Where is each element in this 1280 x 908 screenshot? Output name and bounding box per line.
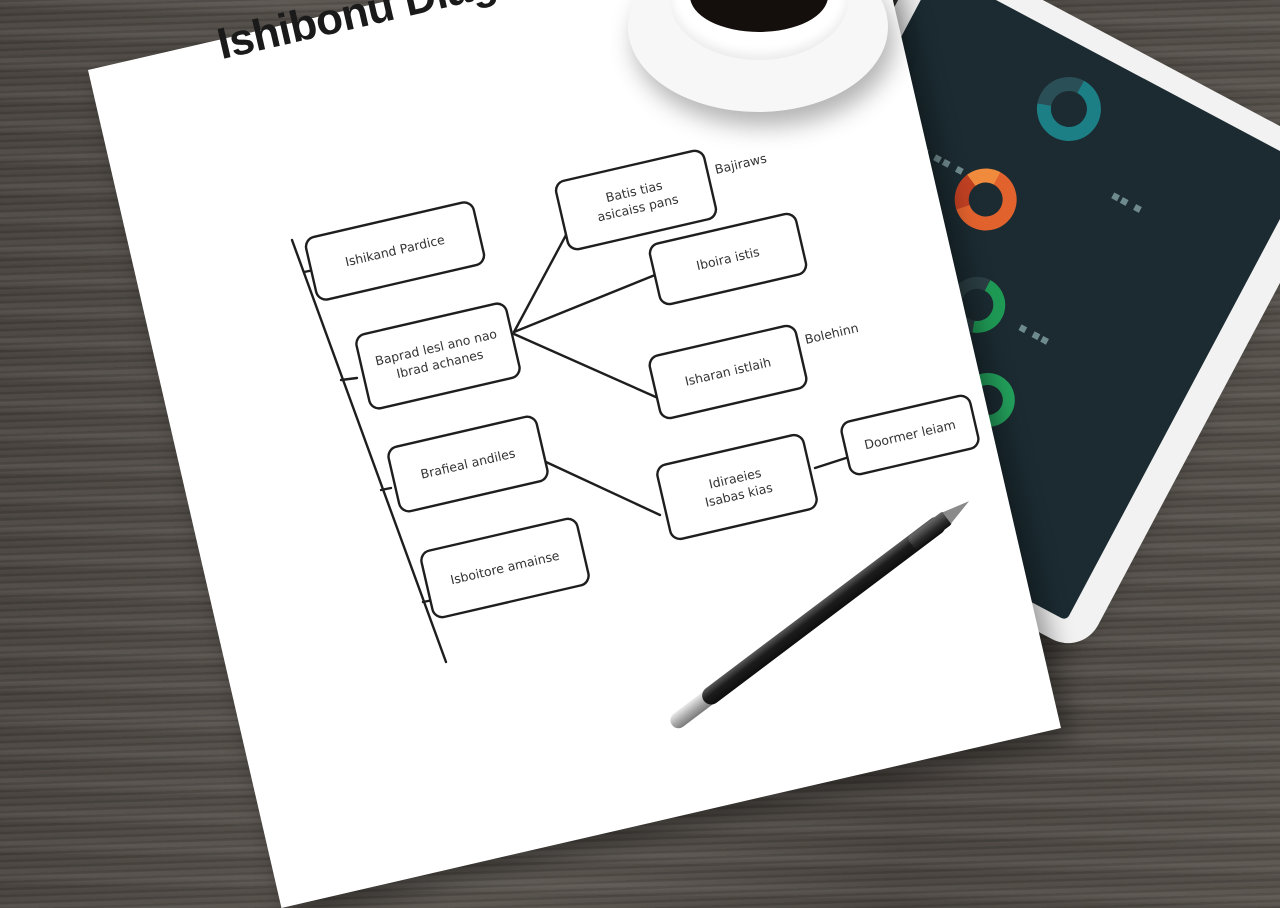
main-spine-line bbox=[290, 238, 448, 664]
spine bbox=[290, 220, 848, 664]
diagram-node: Isboitore amainse bbox=[420, 517, 590, 619]
node-box bbox=[656, 433, 818, 541]
diagram-node: Doormer leiam bbox=[840, 394, 980, 476]
node-box bbox=[387, 415, 549, 513]
node-box bbox=[648, 324, 808, 420]
branch-annotation: Bolehinn bbox=[803, 320, 860, 347]
node-box bbox=[554, 149, 718, 251]
diagram-node: Brafieal andiles bbox=[387, 415, 549, 513]
node-box bbox=[355, 302, 521, 410]
branch-line bbox=[512, 332, 660, 400]
node-box bbox=[648, 212, 808, 306]
diagram-node: Iboira istis bbox=[648, 212, 808, 306]
branch-line bbox=[544, 460, 662, 517]
branch-line bbox=[512, 273, 657, 334]
spine-tick bbox=[379, 486, 393, 492]
branch-line bbox=[512, 220, 575, 334]
node-box bbox=[304, 201, 486, 301]
branch-annotation: Bajiraws bbox=[713, 150, 768, 176]
diagram-node: Isharan istlaih bbox=[648, 324, 808, 420]
node-box bbox=[840, 394, 980, 476]
diagram-node: Ishikand Pardice bbox=[304, 201, 486, 301]
node-box bbox=[420, 517, 590, 619]
spine-tick bbox=[339, 376, 359, 382]
branch-line bbox=[813, 456, 848, 470]
